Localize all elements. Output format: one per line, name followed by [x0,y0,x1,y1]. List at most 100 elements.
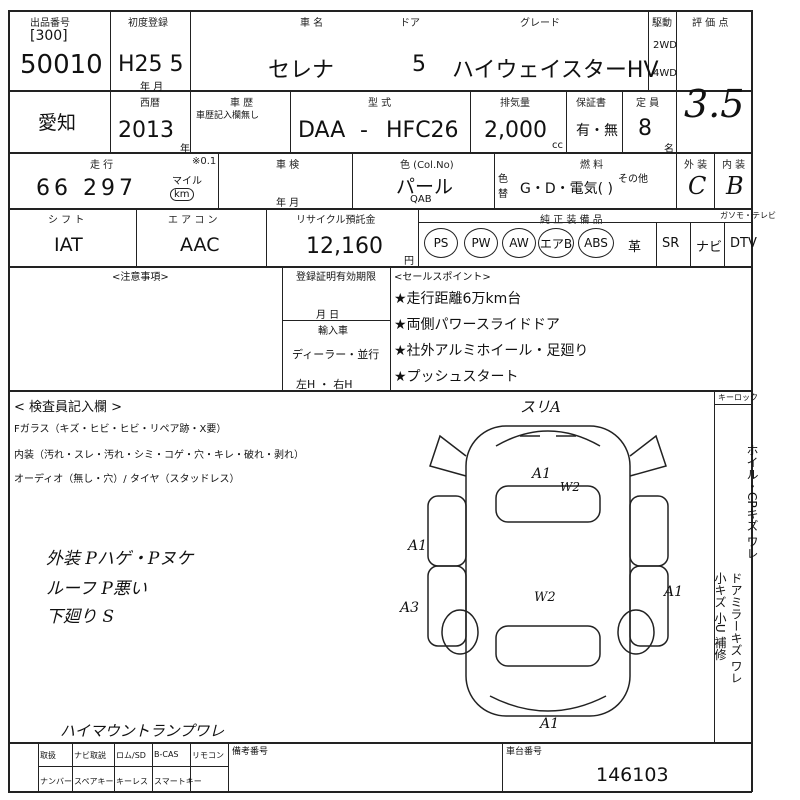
displacement-unit: cc [552,140,563,151]
col-divider [190,90,192,152]
diagram-mark: A1 [408,538,428,554]
col-divider [266,208,268,266]
first-reg-units: 年 月 [140,82,164,93]
diagram-mark: W2 [560,480,580,494]
shaken-units: 年 月 [276,198,300,209]
equip-airbag: エアB [538,228,574,258]
import-label: 輸入車 [318,326,348,337]
type-prefix: DAA [298,118,346,143]
type-dash: - [360,118,368,143]
score-label: 評 価 点 [692,18,729,29]
inspector-line-glass: Fガラス（キズ・ヒビ・ヒビ・リペア跡・X要） [14,424,227,435]
type-code: HFC26 [386,118,459,143]
recycle-value: 12,160 [306,234,383,259]
col-divider [690,222,691,266]
col-divider [714,152,716,208]
keyless-label: キーロック [718,393,758,402]
hand-note: ルーフ P悪い [46,579,147,599]
fuel-value: G・D・電気( ) [520,181,614,197]
footer-cell: ロム/SD [116,751,146,760]
model-name: セレナ [268,58,335,83]
shift-label: シ フ ト [48,215,85,226]
inspector-header: < 検査員記入欄 > [14,400,123,415]
diagram-mark: スリA [520,398,561,416]
import-value: ディーラー・並行 [292,348,380,361]
ac-value: AAC [180,234,220,256]
footer-cell: スマートキー [154,777,202,786]
hand-note: 下廻り S [46,607,115,627]
car-damage-diagram [427,425,669,717]
col-divider [190,742,191,792]
miles-label: マイル [172,176,202,187]
ac-label: エ ア コ ン [168,215,218,226]
color-value: パール [396,176,454,198]
year-unit: 年 [180,144,190,155]
steering-side: 左H ・ 右H [296,378,353,391]
col-divider [290,90,292,152]
region-code: [300] [30,28,68,44]
front-right-door [629,495,669,567]
drive-2wd: 2WD [653,40,677,51]
row-divider [282,320,390,321]
col-divider [190,10,192,90]
chassis-label: 車台番号 [506,747,543,757]
rear-right-wheel [617,609,655,655]
row-divider [8,90,752,92]
equip-dtv: DTV [730,236,757,251]
col-divider [418,208,420,266]
row-divider [714,404,752,405]
frame-left [8,10,10,792]
mileage-value: 66 297 [36,176,137,201]
chassis-number: 146103 [596,764,669,786]
col-divider [656,222,657,266]
equip-pw: PW [464,228,498,258]
col-divider [676,10,678,152]
rear-window [495,625,601,667]
inspector-line-audio: オーディオ（無し・穴）/ タイヤ（スタッドレス） [14,474,240,485]
sales-point: ★走行距離6万km台 [394,291,522,307]
row-divider [418,222,752,223]
equip-leather: 革 [628,240,642,255]
sales-point: ★プッシュスタート [394,369,519,385]
col-divider [676,152,678,208]
col-divider [282,266,284,390]
footer-cell: リモコン [192,751,224,760]
history-sub: 車歴記入欄無し [196,111,260,121]
col-divider [502,742,503,792]
col-divider [648,10,650,90]
doors-value: 5 [412,52,426,77]
sales-point: ★社外アルミホイール・足廻り [394,343,589,359]
sales-points-label: <セールスポイント> [394,272,491,283]
lot-number: 50010 [20,50,103,80]
first-reg-label: 初度登録 [128,18,168,29]
col-divider [622,90,624,152]
rear-left-wheel [441,609,479,655]
first-reg-value: H25 5 [118,52,184,77]
diagram-mark: W2 [534,590,556,605]
rear-bumper-line [489,695,607,712]
front-left-door [427,495,467,567]
displacement-value: 2,000 [484,118,547,143]
col-divider [390,266,392,390]
col-divider [72,742,73,792]
drive-label: 駆動 [652,18,672,29]
footer-cell: B-CAS [154,750,179,759]
history-label: 車 歴 [230,98,254,109]
col-divider [228,742,229,792]
model-name-label: 車 名 [300,18,324,29]
sales-point: ★両側パワースライドドア [394,317,560,333]
col-divider [110,10,112,90]
footer-cell: ナビ取説 [74,751,106,760]
col-divider [724,222,725,266]
row-divider [38,766,228,767]
drive-4wd: 4WD [653,68,677,79]
remarks-label: 備考番号 [232,747,269,757]
col-divider [136,208,138,266]
diagram-mark: A1 [540,716,560,732]
col-divider [110,90,112,152]
windshield [495,485,601,523]
mileage-unit-label: ※0.1 [192,156,217,167]
shaken-label: 車 検 [276,160,300,171]
front-right-panel [629,434,667,477]
interior-label: 内 装 [722,160,746,171]
